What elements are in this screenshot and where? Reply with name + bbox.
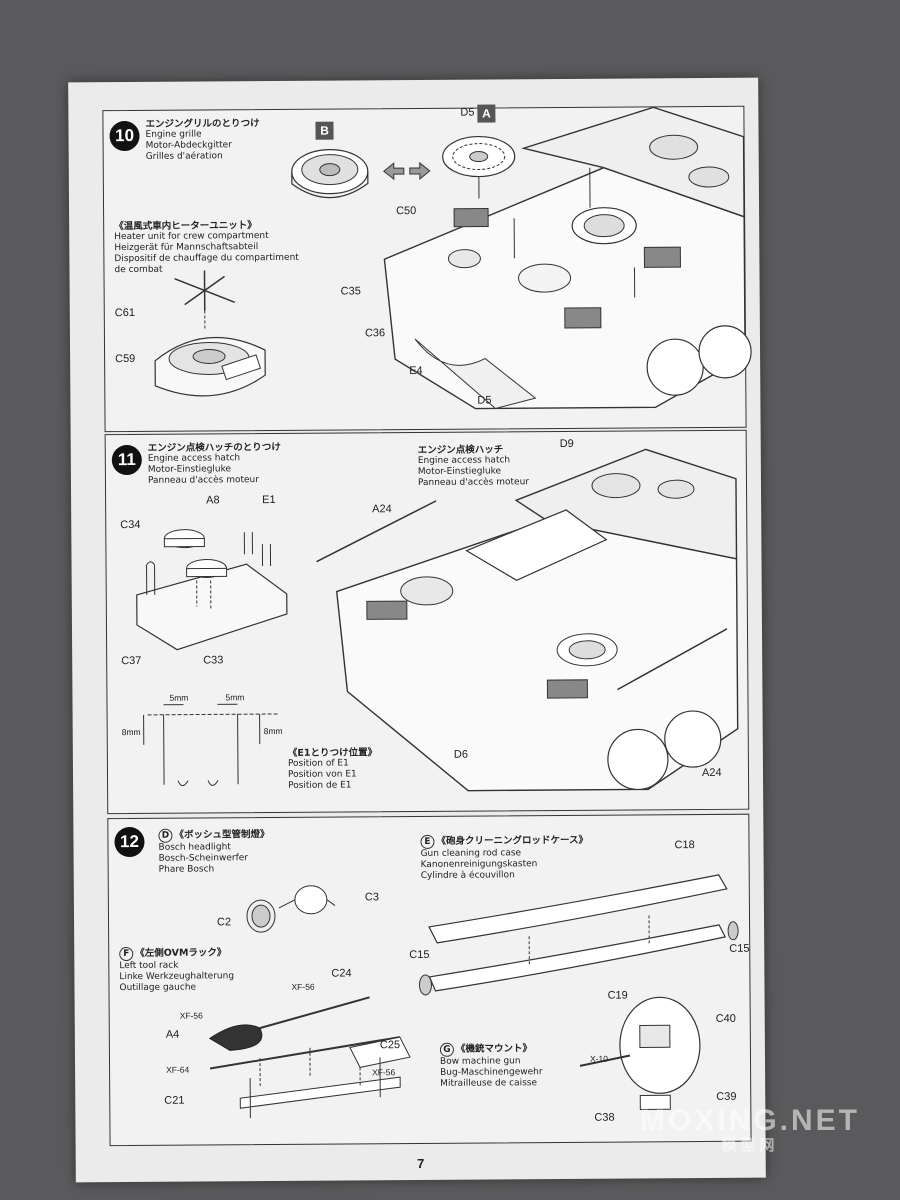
part-c37: C37 [121, 654, 142, 668]
mg-mount-caption: G《機銃マウント》 Bow machine gun Bug-Maschineng… [439, 1042, 543, 1089]
part-c35: C35 [340, 285, 361, 298]
instruction-sheet: 10 エンジングリルのとりつけ Engine grille Motor-Abde… [68, 77, 766, 1183]
hull-rear-drawing-step-11 [316, 439, 739, 802]
tool-rack-caption: F《左側OVMラック》 Left tool rack Linke Werkzeu… [119, 946, 235, 994]
grille-option-b-drawing [286, 143, 376, 204]
box-label-b: B [315, 121, 334, 140]
paint-xf64: XF-64 [166, 1064, 190, 1075]
part-c59: C59 [115, 352, 136, 366]
dim-height-1: 8mm [121, 726, 141, 738]
step-11-panel: 11 エンジン点検ハッチのとりつけ Engine access hatch Mo… [104, 429, 750, 815]
grille-option-a-drawing [434, 128, 524, 189]
heater-unit-drawing [144, 260, 285, 411]
part-c15-right: C15 [729, 942, 750, 955]
step-12-number: 12 [114, 826, 145, 858]
part-e4: E4 [409, 364, 423, 378]
letter-e: E [420, 834, 435, 849]
paint-x10: X-10 [589, 1053, 609, 1064]
part-c38: C38 [594, 1111, 615, 1124]
paint-xf56-a: XF-56 [291, 981, 315, 992]
part-d6: D6 [453, 748, 468, 761]
headlight-caption: D《ボッシュ型管制燈》 Bosch headlight Bosch-Schein… [158, 828, 270, 875]
part-c40: C40 [715, 1012, 736, 1025]
hatch-subassembly-drawing [126, 514, 297, 655]
part-e1: E1 [262, 493, 276, 507]
part-c39: C39 [716, 1090, 737, 1103]
headlight-drawing [239, 877, 349, 938]
part-c50: C50 [396, 204, 417, 218]
part-c3: C3 [364, 891, 379, 904]
letter-g: G [439, 1042, 454, 1057]
part-c61: C61 [114, 306, 136, 320]
paint-xf56-b: XF-56 [179, 1010, 203, 1021]
part-c15-left: C15 [409, 948, 430, 962]
step-10-title: エンジングリルのとりつけ Engine grille Motor-Abdeckg… [145, 118, 260, 162]
part-c18: C18 [674, 839, 695, 852]
step-11-title: エンジン点検ハッチのとりつけ Engine access hatch Motor… [147, 441, 281, 486]
cleaning-rod-case-drawing [409, 865, 740, 1007]
part-c34: C34 [120, 518, 141, 532]
part-d9: D9 [559, 437, 574, 450]
part-c19: C19 [607, 989, 628, 1002]
part-a8: A8 [206, 494, 220, 507]
part-d5-bottom: D5 [477, 394, 492, 407]
part-c24: C24 [331, 967, 352, 980]
part-a24-top: A24 [372, 503, 392, 516]
mg-mount-drawing [580, 995, 721, 1126]
part-c36: C36 [364, 327, 386, 340]
dim-width-2: 5mm [225, 692, 245, 703]
e1-position-caption: 《E1とりつけ位置》 Position of E1 Position von E… [287, 747, 378, 791]
dim-height-2: 8mm [263, 725, 283, 737]
part-a4: A4 [165, 1028, 180, 1041]
letter-d: D [158, 828, 173, 843]
page-number: 7 [417, 1155, 425, 1172]
part-c21: C21 [164, 1094, 185, 1107]
part-c2: C2 [216, 916, 232, 929]
part-c25: C25 [379, 1039, 401, 1052]
part-d5-top: D5 [460, 106, 475, 119]
step-12-panel: 12 D《ボッシュ型管制燈》 Bosch headlight Bosch-Sch… [107, 813, 752, 1147]
step-10-number: 10 [109, 120, 140, 152]
part-a24-bottom: A24 [701, 766, 722, 780]
e1-position-diagram [137, 694, 288, 805]
letter-f: F [119, 946, 134, 962]
site-watermark: MOXING.NET 模型网 [639, 1104, 860, 1154]
paint-xf56-c: XF-56 [372, 1067, 396, 1078]
swap-arrows-icon [382, 161, 432, 181]
part-c33: C33 [203, 654, 224, 667]
dim-width-1: 5mm [169, 692, 189, 703]
step-10-panel: 10 エンジングリルのとりつけ Engine grille Motor-Abde… [102, 104, 746, 433]
tool-rack-drawing [199, 987, 430, 1139]
step-11-number: 11 [111, 444, 142, 476]
hull-rear-drawing-step-10 [353, 107, 745, 428]
